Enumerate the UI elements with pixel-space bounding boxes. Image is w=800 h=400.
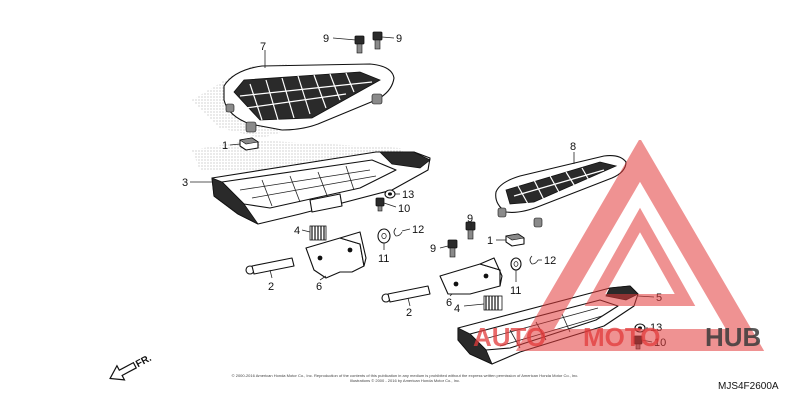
part-9-bolt-right-lower — [447, 239, 458, 258]
callout-12-left: 12 — [412, 224, 424, 236]
callout-1-right: 1 — [487, 235, 493, 247]
direction-label: FR. — [134, 353, 154, 370]
part-1-rubber-block-right — [505, 233, 525, 247]
part-1-rubber-block-upper — [239, 137, 259, 151]
part-9-bolt-top-left — [354, 35, 365, 54]
callout-4-right: 4 — [454, 303, 460, 315]
part-11-washer-left — [377, 228, 391, 244]
part-9-bolt-right-upper — [465, 221, 476, 240]
callout-6-right: 6 — [446, 297, 452, 309]
callout-3: 3 — [182, 177, 188, 189]
callout-13-left: 13 — [402, 189, 414, 201]
part-4-spring-left — [309, 225, 327, 241]
diagram-code: MJS4F2600A — [718, 381, 779, 392]
part-13-washer-left — [384, 189, 396, 199]
part-4-spring-right — [483, 295, 503, 311]
watermark-word-hub: HUB — [705, 322, 761, 352]
copyright-notice: © 2000-2016 American Honda Motor Co., In… — [231, 373, 579, 383]
part-6-bracket-left — [305, 231, 367, 279]
callout-1-upper: 1 — [222, 140, 228, 152]
callout-11-left: 11 — [378, 253, 389, 265]
part-12-clip-left — [393, 227, 403, 237]
callout-6-left: 6 — [316, 281, 322, 293]
part-8-footboard-pad-right — [495, 155, 627, 228]
part-7-footboard-pad-upper — [223, 63, 395, 133]
front-direction-arrow: FR. — [109, 353, 154, 381]
automotohub-watermark-logo: AUTO MOTO HUB — [473, 140, 765, 352]
callout-12-right: 12 — [544, 255, 556, 267]
part-6-bracket-right — [439, 257, 503, 295]
callout-8: 8 — [570, 141, 576, 153]
callout-9-right-lower: 9 — [430, 243, 436, 255]
callout-2-right: 2 — [406, 307, 412, 319]
part-12-clip-right — [529, 255, 539, 265]
watermark-word-auto: AUTO — [473, 322, 546, 352]
callout-10-left: 10 — [398, 203, 410, 215]
callout-9-right-upper: 9 — [467, 213, 473, 225]
callout-2-left: 2 — [268, 281, 274, 293]
callout-9-top-right: 9 — [396, 33, 402, 45]
callout-9-top-left: 9 — [323, 33, 329, 45]
part-3-footboard-frame-left — [211, 151, 431, 225]
part-2-pin-left — [245, 257, 295, 275]
part-10-bolt-left — [375, 197, 385, 212]
part-9-bolt-top-right — [372, 31, 383, 50]
watermark-word-moto: MOTO — [583, 322, 661, 352]
callout-11-right: 11 — [510, 285, 521, 297]
arrow-icon — [109, 361, 138, 381]
part-2-pin-right — [381, 285, 431, 303]
callout-7: 7 — [260, 41, 266, 53]
callout-4-left: 4 — [294, 225, 300, 237]
